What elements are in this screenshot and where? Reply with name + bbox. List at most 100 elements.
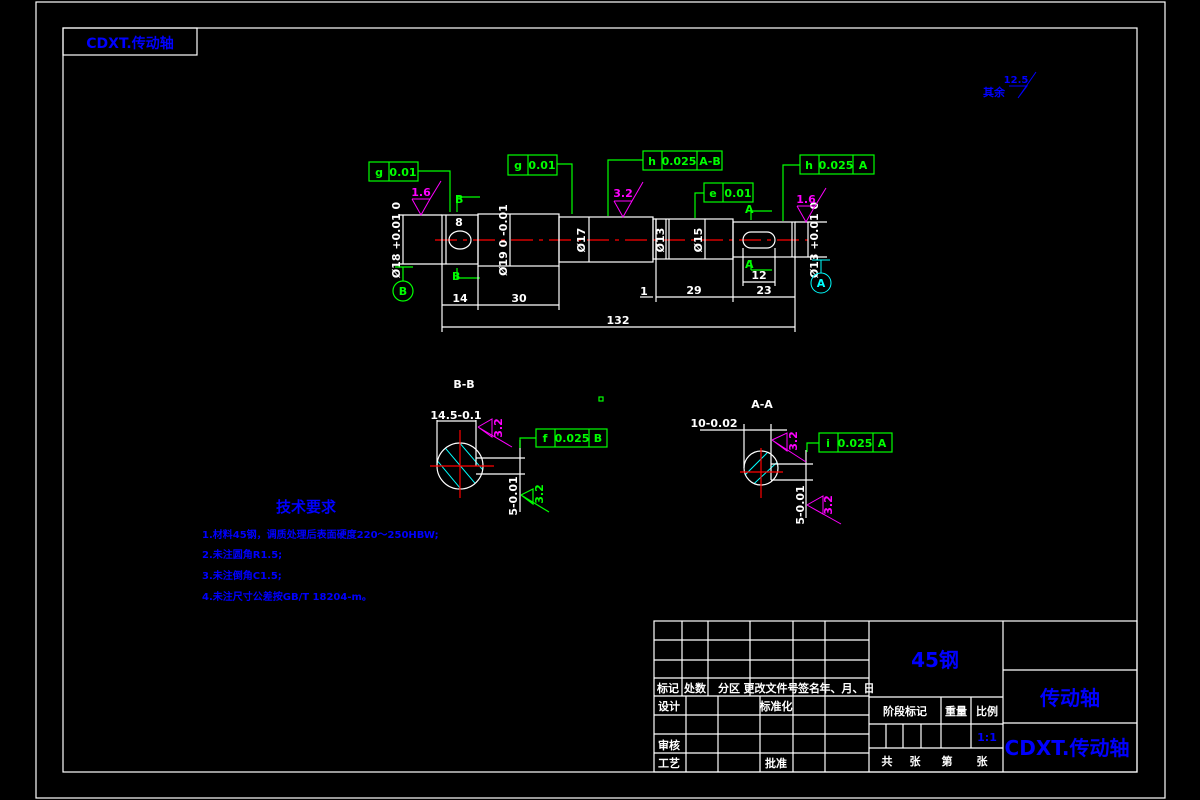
tb-scale: 1:1 (977, 731, 997, 744)
section-bb-depth-dim: 5-0.01 (507, 476, 520, 515)
tolerance-4-symbol: e (709, 187, 716, 200)
tb-drawing-no: CDXT.传动轴 (1005, 736, 1130, 760)
tb-approve: 批准 (765, 756, 787, 770)
tb-header-change-doc: 更改文件号 (744, 681, 799, 695)
tb-header-date: 年、月、日 (820, 681, 875, 695)
dim-132: 132 (607, 314, 630, 327)
section-bb-title: B-B (453, 378, 474, 391)
section-aa-width-dim: 10-0.02 (690, 417, 737, 430)
section-bb-tol-datum: B (594, 432, 602, 445)
tolerance-5-value: 0.025 (819, 159, 854, 172)
dim-key-width: 8 (455, 216, 463, 229)
tolerance-frame-5: h 0.025 A (782, 154, 875, 221)
tolerance-2-value: 0.01 (528, 159, 555, 172)
tech-requirements: 技术要求 1.材料45钢，调质处理后表面硬度220～250HBW; 2.未注圆角… (202, 498, 439, 603)
section-mark-a-top: A (745, 203, 754, 216)
section-bb-roughness-1: 3.2 (492, 418, 505, 438)
tb-review: 审核 (658, 738, 680, 752)
datum-a (810, 272, 832, 294)
roughness-2-value: 3.2 (613, 187, 633, 200)
tolerance-2-symbol: g (514, 159, 522, 172)
roughness-2: 3.2 (613, 181, 644, 219)
tb-weight: 重量 (945, 704, 967, 718)
section-aa-roughness-1: 3.2 (787, 431, 800, 451)
tolerance-frame-1: g 0.01 (368, 161, 451, 212)
tolerance-frame-4: e 0.01 (694, 182, 754, 218)
tolerance-4-value: 0.01 (724, 187, 751, 200)
section-bb-tol-symbol: f (543, 432, 548, 445)
section-aa: A-A 10-0.02 5-0.01 3.2 3.2 i 0.025 A (690, 398, 893, 525)
tolerance-frame-3: h 0.025 A-B (607, 150, 723, 216)
tech-requirements-title: 技术要求 (276, 498, 337, 516)
section-cut-lines (456, 196, 772, 280)
dim-d19: Ø19 0 -0.01 (497, 204, 510, 276)
tech-requirement-item: 4.未注尺寸公差按GB/T 18204-m。 (202, 590, 372, 603)
dim-29: 29 (686, 284, 701, 297)
tolerance-frame-2: g 0.01 (507, 154, 573, 214)
tb-header-mark: 标记 (656, 681, 679, 695)
tech-requirement-item: 3.未注倒角C1.5; (202, 569, 282, 582)
roughness-1-value: 1.6 (411, 186, 431, 199)
tolerance-5-symbol: h (805, 159, 813, 172)
title-block (653, 620, 1138, 773)
tech-requirement-item: 2.未注圆角R1.5; (202, 548, 282, 561)
tb-sheet-unit: 张 (977, 754, 989, 768)
tb-stage: 阶段标记 (883, 704, 927, 718)
tolerance-1-value: 0.01 (389, 166, 416, 179)
dim-d15: Ø15 (692, 228, 705, 253)
section-bb-width-dim: 14.5-0.1 (430, 409, 481, 422)
roughness-3-value: 1.6 (796, 193, 816, 206)
roughness-3: 1.6 (796, 187, 827, 224)
datum-a-label: A (817, 277, 826, 290)
tb-sheets-total: 共 (882, 754, 893, 768)
datum-b-label: B (399, 285, 407, 298)
dim-23: 23 (756, 284, 771, 297)
section-aa-depth-dim: 5-0.01 (794, 485, 807, 524)
section-bb-tol-value: 0.025 (555, 432, 590, 445)
frame-label: CDXT.传动轴 (86, 35, 173, 52)
default-roughness-value: 12.5 (1004, 75, 1029, 86)
tolerance-3-datum: A-B (699, 155, 720, 168)
section-mark-b-top: B (455, 193, 463, 206)
dim-1: 1 (640, 285, 648, 298)
tolerance-3-value: 0.025 (662, 155, 697, 168)
tb-part-name: 传动轴 (1039, 686, 1100, 710)
default-roughness-label: 其余 (983, 85, 1006, 99)
section-aa-roughness-2: 3.2 (822, 495, 835, 515)
default-roughness: 其余 12.5 (983, 71, 1037, 99)
tb-header-zone: 分区 (718, 681, 740, 695)
section-mark-b-bottom: B (452, 270, 460, 283)
section-aa-title: A-A (751, 398, 773, 411)
keyway-b (448, 230, 472, 250)
tb-design: 设计 (658, 699, 680, 713)
dim-d18: Ø18 +0.01 0 (390, 201, 403, 278)
keyway-a (742, 231, 776, 249)
dim-12: 12 (751, 269, 766, 282)
section-aa-tol-value: 0.025 (838, 437, 873, 450)
roughness-1: 1.6 (411, 180, 442, 217)
shaft-outline (398, 213, 827, 267)
dim-d13: Ø13 (654, 228, 667, 253)
frame-label-box (62, 27, 198, 56)
dimension-lines (441, 248, 796, 332)
inner-frame (62, 27, 1138, 773)
tb-scale-label: 比例 (976, 704, 998, 718)
section-aa-tol-symbol: i (826, 437, 830, 450)
tb-sheet-no: 第 (942, 754, 953, 768)
dim-d13-end: Ø13 +0.01 0 (808, 201, 821, 278)
tolerance-5-datum: A (859, 159, 868, 172)
section-bb: B-B 14.5-0.1 5-0.01 3.2 3.2 f 0.025 B (430, 378, 608, 516)
section-mark-a-bottom: A (745, 258, 754, 271)
tb-process: 工艺 (658, 756, 680, 770)
section-bb-roughness-2: 3.2 (533, 484, 546, 504)
marker-square (598, 396, 604, 402)
tb-standard: 标准化 (759, 699, 793, 713)
tolerance-3-symbol: h (648, 155, 656, 168)
tb-sheets-unit: 张 (910, 754, 922, 768)
tech-requirement-item: 1.材料45钢，调质处理后表面硬度220～250HBW; (202, 528, 439, 541)
tb-header-signature: 签名 (797, 681, 820, 695)
tb-material: 45钢 (911, 648, 959, 672)
dim-30: 30 (511, 292, 527, 305)
outer-border (35, 1, 1166, 799)
